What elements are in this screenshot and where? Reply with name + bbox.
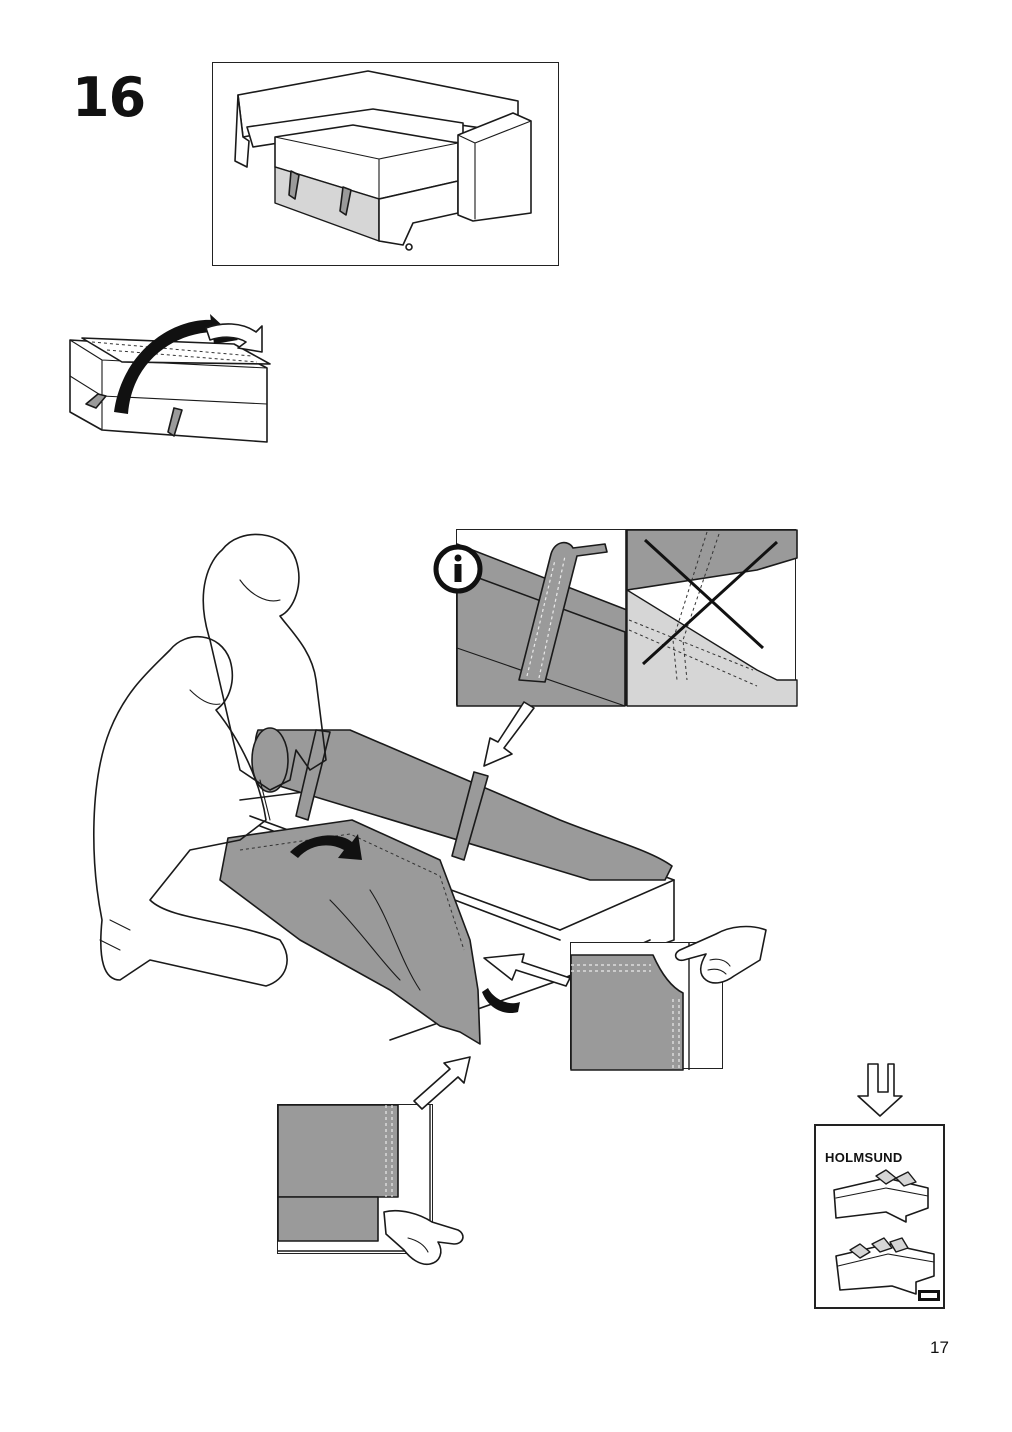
- booklet-title: HOLMSUND: [825, 1150, 903, 1165]
- sofa-overview-frame: [212, 62, 559, 266]
- main-assembly-illustration: [90, 520, 690, 1060]
- sofa-overview-illustration: [234, 70, 532, 251]
- outline-arrow-down-icon: [854, 1062, 904, 1118]
- page-number: 17: [930, 1338, 949, 1357]
- corner-detail-frame-right: [570, 942, 723, 1071]
- strap-detail-frame: [456, 529, 798, 707]
- pointing-hand-icon-left: [380, 1200, 470, 1270]
- holmsund-booklet: [814, 1124, 945, 1309]
- info-icon: [433, 544, 483, 594]
- detail-pointer-arrow: [480, 700, 540, 770]
- pointing-hand-icon: [670, 920, 770, 990]
- step-number: 16: [72, 66, 146, 129]
- corner-pointer-arrow-left: [410, 1055, 474, 1111]
- corner-pointer-arrow-right: [482, 948, 572, 988]
- flip-illustration: [62, 312, 282, 452]
